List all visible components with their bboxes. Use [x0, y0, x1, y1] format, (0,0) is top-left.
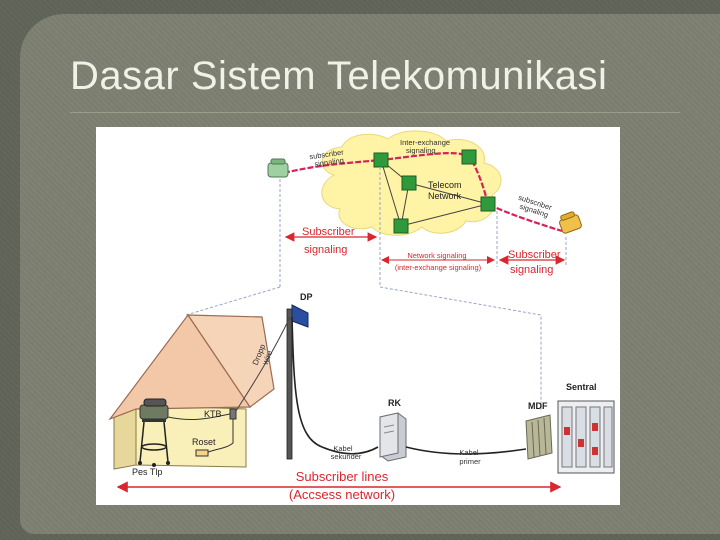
- exchange-node: [461, 149, 477, 165]
- exchange-node: [393, 218, 409, 234]
- slide-title: Dasar Sistem Telekomunikasi: [70, 54, 608, 98]
- inter-exchange-label: Inter-exchange signaling: [400, 138, 452, 155]
- exchange-node: [480, 196, 496, 212]
- dashed-guide-lines: [185, 167, 567, 412]
- primary-cable: [405, 446, 527, 455]
- telecom-network-label: Telecom Network: [428, 180, 464, 201]
- dp-label: DP: [300, 292, 313, 302]
- exchange-nodes: [373, 149, 496, 234]
- telephone-left-icon: [267, 158, 289, 178]
- desk-telephone-icon: [138, 398, 170, 467]
- mdf-frame-icon: [525, 414, 553, 460]
- telephone-right-icon: [559, 211, 582, 234]
- exchange-node: [373, 152, 389, 168]
- subscriber-signaling-curve-right: subscriber signaling: [515, 193, 555, 221]
- subscriber-signaling-right-label: Subscriber signaling: [508, 249, 564, 276]
- mdf-label: MDF: [528, 401, 548, 411]
- kabel-sekunder-label: Kabel sekunder: [331, 444, 362, 461]
- access-network-label: (Accsess network): [289, 487, 395, 502]
- network-links: [380, 159, 489, 227]
- dp-terminal-icon: [291, 304, 309, 328]
- roset-icon: [195, 449, 209, 457]
- ktb-label: KTB: [204, 409, 222, 419]
- house-wiring: [167, 413, 231, 420]
- subscriber-signaling-left-label: Subscriber signaling: [302, 226, 358, 256]
- sentral-label: Sentral: [566, 382, 597, 392]
- ktb-box-icon: [229, 408, 237, 420]
- subscriber-signaling-curve-left: subscriber signaling: [309, 147, 348, 169]
- pes-tlp-label: Pes Tlp: [132, 467, 162, 477]
- network-signaling-label: Network signaling (inter-exchange signal…: [395, 251, 482, 272]
- dp-pole: [286, 308, 293, 460]
- rk-label: RK: [388, 398, 401, 408]
- kabel-primer-label: Kabel primer: [459, 448, 481, 466]
- roset-label: Roset: [192, 437, 216, 447]
- telecom-diagram: Inter-exchange signaling Telecom Network…: [96, 127, 620, 505]
- rk-cabinet-icon: [379, 412, 407, 462]
- exchange-node: [401, 175, 417, 191]
- subscriber-lines-label: Subscriber lines: [296, 469, 389, 484]
- sentral-exchange-icon: [557, 400, 615, 474]
- drop-wire: [235, 316, 291, 412]
- secondary-cable: [291, 316, 379, 455]
- diagram-svg: Inter-exchange signaling Telecom Network…: [108, 130, 615, 502]
- title-underline: [70, 112, 680, 113]
- roset-wire: [205, 419, 234, 454]
